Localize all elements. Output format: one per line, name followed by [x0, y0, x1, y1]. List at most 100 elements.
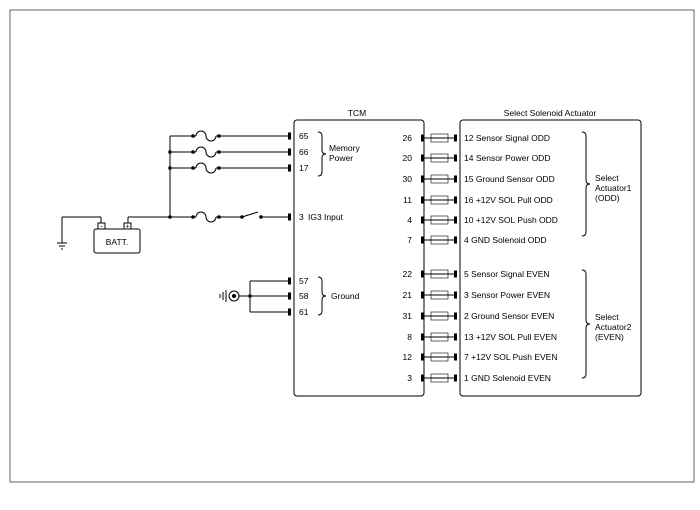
tcm-right-pin-marker	[421, 333, 424, 341]
tcm-right-pin-marker	[421, 196, 424, 204]
connection-row: 31 2 Ground Sensor EVEN	[403, 311, 555, 321]
odd-group-label-1: Select	[595, 173, 619, 183]
connection-row: 26 12 Sensor Signal ODD	[403, 133, 550, 143]
actuator-pin-label: 1 GND Solenoid EVEN	[464, 373, 551, 383]
connector-housing	[430, 195, 449, 205]
actuator-pin-marker	[454, 236, 457, 244]
connection-row: 12 7 +12V SOL Push EVEN	[403, 352, 558, 362]
wire-ground	[242, 280, 288, 313]
memory-power-brace: Memory Power	[317, 131, 360, 177]
actuator-pin-marker	[454, 353, 457, 361]
actuator-pin-label: 16 +12V SOL Pull ODD	[464, 195, 553, 205]
tcm-left-pin-17: 17	[288, 163, 309, 173]
ground-brace: Ground	[317, 276, 360, 316]
connector-housing	[430, 153, 449, 163]
svg-text:58: 58	[299, 291, 309, 301]
ig3-input-label: IG3 Input	[308, 212, 344, 222]
svg-text:3: 3	[299, 212, 304, 222]
actuator-pin-marker	[454, 333, 457, 341]
actuator-pin-marker	[454, 175, 457, 183]
memory-power-label-1: Memory	[329, 143, 360, 153]
svg-text:61: 61	[299, 307, 309, 317]
connection-row: 22 5 Sensor Signal EVEN	[403, 269, 550, 279]
actuator-pin-label: 13 +12V SOL Pull EVEN	[464, 332, 557, 342]
tcm-title: TCM	[348, 108, 366, 118]
tcm-left-pin-3: 3 IG3 Input	[288, 212, 344, 222]
connector-housing	[430, 332, 449, 342]
tcm-right-pin-number: 3	[407, 373, 412, 383]
actuator-pin-label: 12 Sensor Signal ODD	[464, 133, 550, 143]
actuator-pin-label: 7 +12V SOL Push EVEN	[464, 352, 557, 362]
even-group-label-1: Select	[595, 312, 619, 322]
actuator-pin-marker	[454, 216, 457, 224]
connector-housing	[430, 290, 449, 300]
tcm-box	[293, 119, 425, 397]
battery: BATT. - +	[61, 216, 141, 254]
connector-housing	[430, 133, 449, 143]
tcm-right-pin-marker	[421, 154, 424, 162]
tcm-right-pin-number: 21	[403, 290, 413, 300]
tcm-right-pin-marker	[421, 236, 424, 244]
connection-row: 20 14 Sensor Power ODD	[403, 153, 551, 163]
even-group-label-2: Actuator2	[595, 322, 632, 332]
tcm-right-pin-number: 20	[403, 153, 413, 163]
tcm-right-pin-number: 8	[407, 332, 412, 342]
actuator-pin-label: 14 Sensor Power ODD	[464, 153, 550, 163]
wire-memory-66	[168, 146, 288, 158]
connector-housing	[430, 311, 449, 321]
tcm-right-pin-number: 12	[403, 352, 413, 362]
tcm-right-pin-number: 22	[403, 269, 413, 279]
actuator-box	[459, 119, 642, 397]
tcm-right-pin-marker	[421, 353, 424, 361]
battery-ground-icon	[57, 242, 67, 250]
connector-housing	[430, 269, 449, 279]
actuator-pin-label: 15 Ground Sensor ODD	[464, 174, 555, 184]
even-group-label-3: (EVEN)	[595, 332, 624, 342]
tcm-left-pin-57: 57	[288, 276, 309, 286]
connection-row: 3 1 GND Solenoid EVEN	[407, 373, 551, 383]
actuator-pin-label: 2 Ground Sensor EVEN	[464, 311, 554, 321]
odd-group-brace: Select Actuator1 (ODD)	[581, 131, 632, 237]
actuator-pin-marker	[454, 291, 457, 299]
outer-frame	[9, 9, 695, 483]
actuator-pin-label: 5 Sensor Signal EVEN	[464, 269, 550, 279]
connection-rows: 26 12 Sensor Signal ODD 20 14 Sensor Power …	[403, 133, 558, 383]
actuator-pin-label: 3 Sensor Power EVEN	[464, 290, 550, 300]
connector-housing	[430, 373, 449, 383]
tcm-left-pin-58: 58	[288, 291, 309, 301]
tcm-left-pin-66: 66	[288, 147, 309, 157]
battery-pos-terminal: +	[125, 224, 129, 231]
actuator-pin-marker	[454, 270, 457, 278]
actuator-pin-marker	[454, 374, 457, 382]
tcm-right-pin-marker	[421, 175, 424, 183]
tcm-right-pin-number: 26	[403, 133, 413, 143]
tcm-right-pin-number: 7	[407, 235, 412, 245]
tcm-right-pin-marker	[421, 270, 424, 278]
connector-housing	[430, 235, 449, 245]
actuator-pin-marker	[454, 134, 457, 142]
actuator-pin-marker	[454, 154, 457, 162]
actuator-pin-marker	[454, 196, 457, 204]
tcm-right-pin-marker	[421, 216, 424, 224]
memory-power-label-2: Power	[329, 153, 353, 163]
odd-group-label-3: (ODD)	[595, 193, 620, 203]
wire-memory-17	[168, 162, 288, 174]
connection-row: 8 13 +12V SOL Pull EVEN	[407, 332, 557, 342]
wire-ig3	[128, 211, 288, 223]
svg-text:57: 57	[299, 276, 309, 286]
tcm-right-pin-marker	[421, 291, 424, 299]
tcm-right-pin-marker	[421, 312, 424, 320]
tcm-left-pin-65: 65	[288, 131, 309, 141]
tcm-left-pin-61: 61	[288, 307, 309, 317]
connector-housing	[430, 352, 449, 362]
tcm-right-pin-number: 4	[407, 215, 412, 225]
tcm-right-pin-marker	[421, 374, 424, 382]
tcm-right-pin-marker	[421, 134, 424, 142]
tcm-right-pin-number: 31	[403, 311, 413, 321]
wire-memory-65	[170, 130, 288, 142]
tcm-right-pin-number: 11	[403, 195, 412, 205]
connection-row: 21 3 Sensor Power EVEN	[403, 290, 550, 300]
